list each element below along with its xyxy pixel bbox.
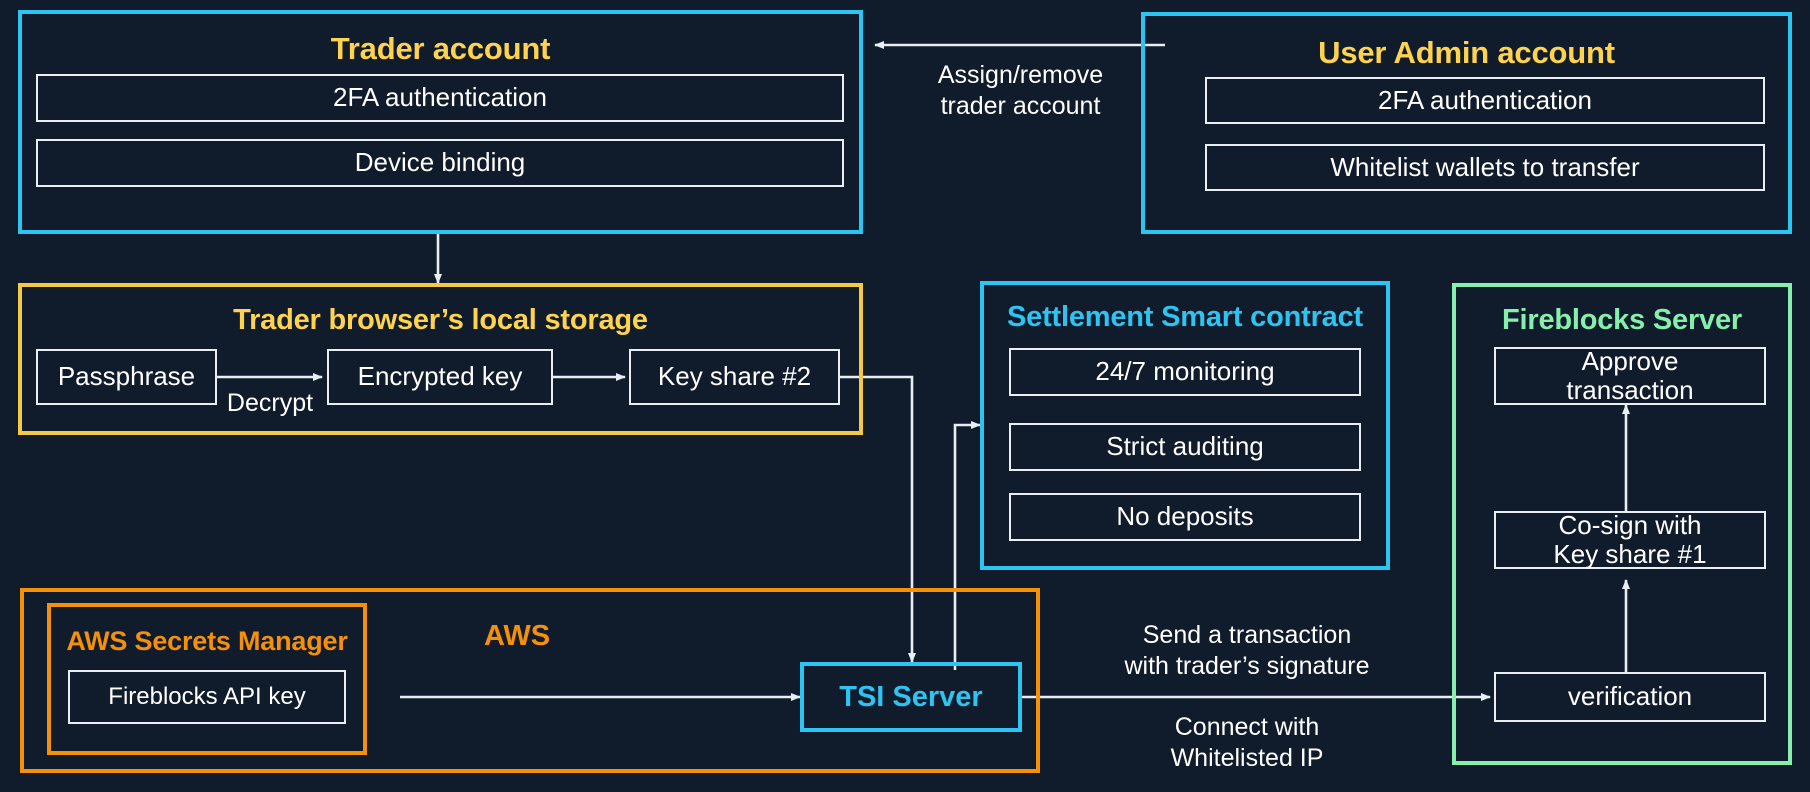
aws-secrets-item-fireblocks-api-key[interactable]: Fireblocks API key — [68, 670, 346, 724]
label-send-transaction: Send a transaction with trader’s signatu… — [1124, 621, 1370, 680]
group-local-storage[interactable]: Trader browser’s local storage — [18, 283, 863, 435]
user-admin-account-title: User Admin account — [1318, 35, 1615, 70]
aws-secrets-manager-title: AWS Secrets Manager — [66, 626, 348, 656]
fireblocks-item-verification[interactable]: verification — [1494, 672, 1766, 722]
fireblocks-item-cosign-key-share-1[interactable]: Co-sign with Key share #1 — [1494, 510, 1766, 569]
group-trader-account[interactable]: Trader account — [18, 10, 863, 234]
user-admin-item-whitelist-wallets[interactable]: Whitelist wallets to transfer — [1205, 144, 1765, 191]
group-aws[interactable]: AWS — [20, 588, 1040, 773]
group-fireblocks-server[interactable]: Fireblocks Server — [1452, 283, 1792, 765]
local-storage-item-encrypted-key[interactable]: Encrypted key — [327, 349, 553, 405]
local-storage-item-key-share-2[interactable]: Key share #2 — [629, 349, 840, 405]
settlement-item-monitoring[interactable]: 24/7 monitoring — [1009, 348, 1361, 396]
trader-account-item-2fa[interactable]: 2FA authentication — [36, 74, 844, 122]
user-admin-item-2fa[interactable]: 2FA authentication — [1205, 77, 1765, 124]
label-connect-whitelisted-ip: Connect with Whitelisted IP — [1170, 713, 1324, 772]
settlement-item-auditing[interactable]: Strict auditing — [1009, 423, 1361, 471]
settlement-title: Settlement Smart contract — [1007, 301, 1363, 333]
group-user-admin-account[interactable]: User Admin account — [1141, 12, 1792, 234]
trader-account-item-device-binding[interactable]: Device binding — [36, 139, 844, 187]
local-storage-item-passphrase[interactable]: Passphrase — [36, 349, 217, 405]
aws-title: AWS — [484, 620, 551, 652]
local-storage-title: Trader browser’s local storage — [233, 304, 648, 336]
label-assign-remove-trader-account: Assign/remove trader account — [937, 61, 1104, 120]
tsi-server-box[interactable]: TSI Server — [800, 662, 1022, 732]
settlement-item-no-deposits[interactable]: No deposits — [1009, 493, 1361, 541]
trader-account-title: Trader account — [330, 31, 551, 66]
label-decrypt: Decrypt — [226, 389, 314, 417]
group-settlement-smart-contract[interactable]: Settlement Smart contract — [980, 281, 1390, 570]
fireblocks-title: Fireblocks Server — [1501, 304, 1742, 336]
group-aws-secrets-manager[interactable]: AWS Secrets Manager — [47, 603, 367, 755]
fireblocks-item-approve-transaction[interactable]: Approve transaction — [1494, 346, 1766, 405]
